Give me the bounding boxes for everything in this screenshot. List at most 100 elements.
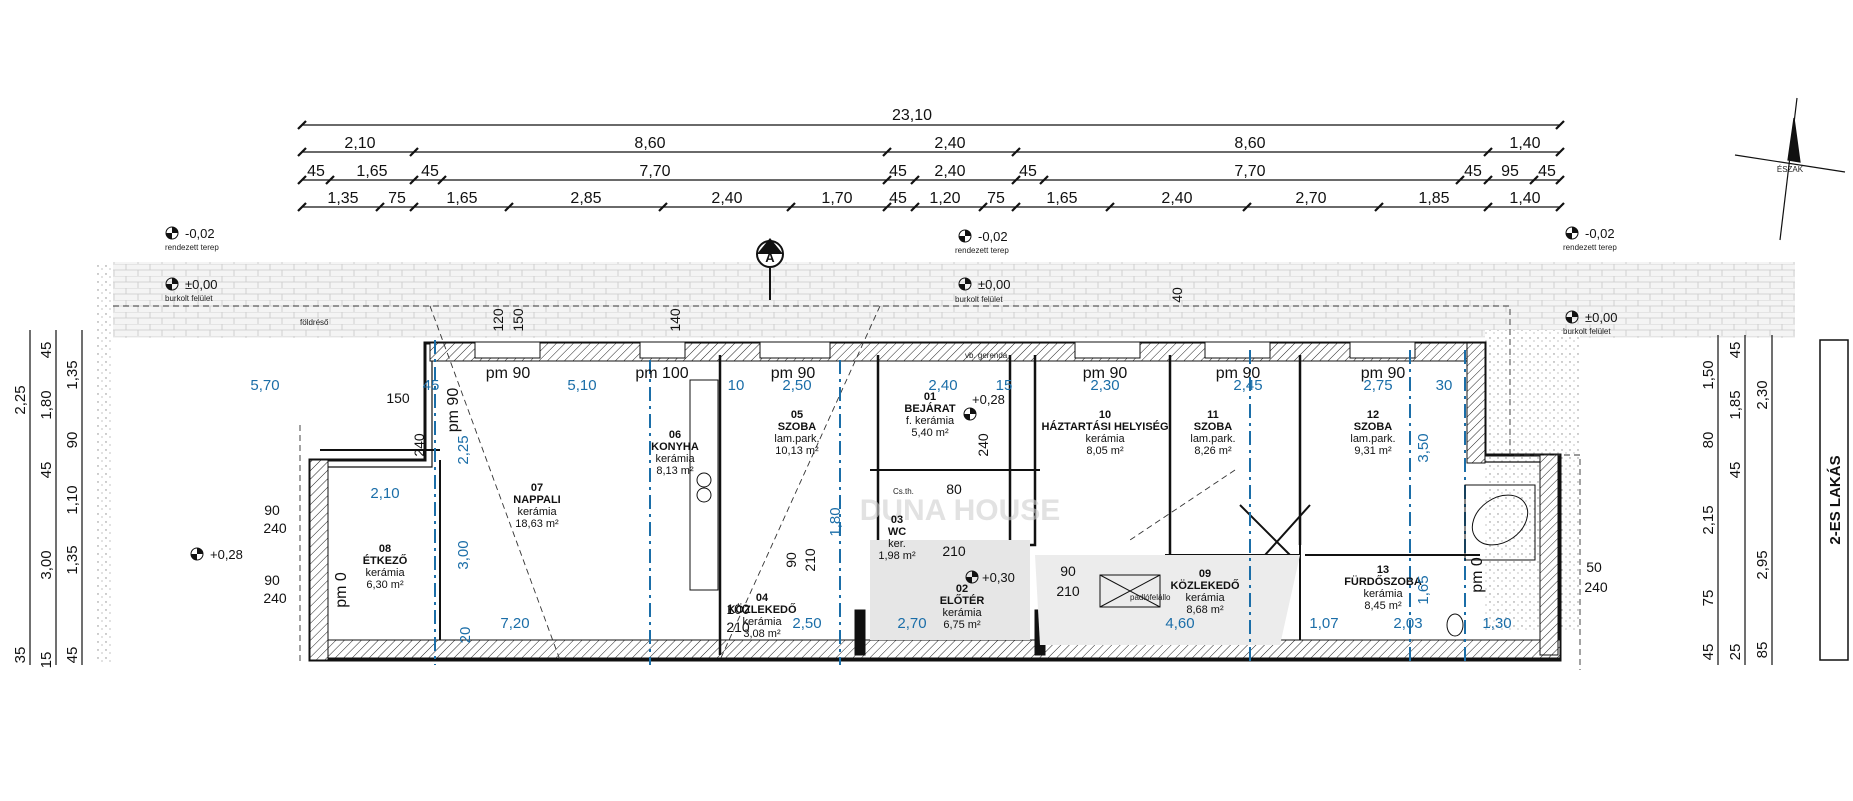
paving-strip xyxy=(95,262,1795,338)
toilet xyxy=(1446,613,1464,637)
room-name: HÁZTARTÁSI HELYISÉG xyxy=(1041,420,1168,433)
room-finish: f. kerámia xyxy=(906,415,955,427)
dim-total-width: 23,10 xyxy=(892,107,932,124)
room-area: 18,63 m² xyxy=(515,518,559,530)
room-name: ELŐTÉR xyxy=(940,594,985,607)
room-finish: lam.park. xyxy=(1190,433,1235,445)
dim-row4-label: 1,65 xyxy=(446,190,477,207)
dim-row2-label: 2,40 xyxy=(934,135,965,152)
inner-dimension-labels: 5,70 5,10 2,50 2,40 2,30 2,45 2,75 7,20 … xyxy=(250,377,1511,643)
level-ground-right: -0,02 xyxy=(1585,226,1615,241)
dim-left-label: 15 xyxy=(38,652,55,669)
door-width: 90 xyxy=(264,502,280,518)
dim-right-label: 45 xyxy=(1700,644,1717,661)
dim-row4-label: 75 xyxy=(388,190,406,207)
room-06: 06 KONYHA kerámia 8,13 m² xyxy=(651,429,699,477)
dim-row3-label: 1,65 xyxy=(356,163,387,180)
north-label: ÉSZAK xyxy=(1777,165,1804,174)
dim-row3-label: 45 xyxy=(421,163,439,180)
window-label: pm 0 xyxy=(1469,557,1486,593)
window-label: pm 90 xyxy=(1083,365,1128,382)
door-height: 210 xyxy=(1056,583,1080,599)
note-pipe: Cs.th. xyxy=(893,487,914,496)
room-09: 09 KÖZLEKEDŐ kerámia 8,68 m² xyxy=(1170,568,1240,616)
level-ground-left: -0,02 xyxy=(185,226,215,241)
roof-dashed-outline xyxy=(113,305,1581,670)
inner-dim: 1,65 xyxy=(1415,575,1432,604)
inner-dim: 5,70 xyxy=(250,377,279,394)
door-labels: 90 240 90 240 150 240 90 210 90 210 100 … xyxy=(263,287,1608,635)
dim-right-label: 1,50 xyxy=(1700,360,1717,389)
level-paving-mid: ±0,00 xyxy=(978,277,1010,292)
room-area: 10,13 m² xyxy=(775,445,819,457)
room-number: 01 xyxy=(924,391,936,403)
room-finish: kerámia xyxy=(1363,588,1403,600)
room-13: 13 FÜRDŐSZOBA kerámia 8,45 m² xyxy=(1344,564,1422,612)
door-width: 150 xyxy=(386,390,410,406)
room-finish: lam.park. xyxy=(774,433,819,445)
north-arrow-icon xyxy=(1734,97,1846,241)
dim-right-label: 45 xyxy=(1727,462,1744,479)
window-label: pm 0 xyxy=(333,572,350,608)
inner-dim: 30 xyxy=(1436,377,1453,394)
dim-row3-label: 7,70 xyxy=(639,163,670,180)
room-07: 07 NAPPALI kerámia 18,63 m² xyxy=(513,482,560,530)
dim-row4-label: 2,40 xyxy=(1161,190,1192,207)
top-dimension-lines xyxy=(297,120,1565,212)
room-name: WC xyxy=(888,526,906,538)
inner-dim: 2,25 xyxy=(455,435,472,464)
room-name: KÖZLEKEDŐ xyxy=(1170,579,1240,592)
inner-dim: 2,45 xyxy=(1233,377,1262,394)
level-ground-caption: rendezett terep xyxy=(955,246,1009,255)
room-area: 6,75 m² xyxy=(943,619,981,631)
dim-row4-label: 1,20 xyxy=(929,190,960,207)
room-name: KÖZLEKEDŐ xyxy=(727,603,797,616)
room-area: 6,30 m² xyxy=(366,579,404,591)
room-number: 02 xyxy=(956,583,968,595)
top-dimension-labels: 23,10 2,10 8,60 2,40 8,60 1,40 45 1,65 4… xyxy=(307,107,1556,207)
dim-left-label: 2,25 xyxy=(12,385,29,414)
dim-left-label: 45 xyxy=(38,462,55,479)
axis-lines xyxy=(434,340,1466,665)
hall-shading xyxy=(870,540,1030,640)
dim-right-label: 45 xyxy=(1727,342,1744,359)
level-ground-caption: rendezett terep xyxy=(165,243,219,252)
right-dimension-labels: 1,50 45 2,30 1,85 80 45 2,15 2,95 75 45 … xyxy=(1700,342,1771,661)
room-finish: kerámia xyxy=(742,616,782,628)
dim-row3-label: 45 xyxy=(1538,163,1556,180)
room-name: FÜRDŐSZOBA xyxy=(1344,575,1422,588)
door-height: 210 xyxy=(942,543,966,559)
window-label: pm 90 xyxy=(445,388,462,433)
inner-dim: 10 xyxy=(728,377,745,394)
room-number: 07 xyxy=(531,482,543,494)
room-finish: kerámia xyxy=(942,607,982,619)
level-paving-caption: burkolt felület xyxy=(955,295,1003,304)
dim-row4-label: 75 xyxy=(987,190,1005,207)
room-08: 08 ÉTKEZŐ kerámia 6,30 m² xyxy=(363,543,408,591)
door-height: 240 xyxy=(411,433,427,457)
inner-dim: 15 xyxy=(996,377,1013,394)
fixtures xyxy=(689,379,1536,637)
room-area: 5,40 m² xyxy=(911,427,949,439)
level-paving-right: ±0,00 xyxy=(1585,310,1617,325)
room-05: 05 SZOBA lam.park. 10,13 m² xyxy=(774,409,819,457)
inner-dim: 4,60 xyxy=(1165,615,1194,632)
room-finish: kerámia xyxy=(655,453,695,465)
level-hall: +0,30 xyxy=(982,570,1015,585)
room-number: 03 xyxy=(891,514,903,526)
kitchen-counter xyxy=(689,379,719,591)
watermark: DUNA HOUSE xyxy=(860,494,1061,527)
dim-left-label: 45 xyxy=(38,342,55,359)
left-dimension-labels: 2,25 45 1,35 1,80 90 45 1,10 1,35 3,00 4… xyxy=(12,342,81,669)
level-ground-mid: -0,02 xyxy=(978,229,1008,244)
room-finish: lam.park. xyxy=(1350,433,1395,445)
room-10: 10 HÁZTARTÁSI HELYISÉG kerámia 8,05 m² xyxy=(1041,409,1168,457)
room-02: 02 ELŐTÉR kerámia 6,75 m² xyxy=(940,583,985,631)
door-width: 50 xyxy=(1586,559,1602,575)
note-concrete-beam: vb. gerenda xyxy=(965,351,1008,360)
room-number: 12 xyxy=(1367,409,1379,421)
door-width: 80 xyxy=(946,481,962,497)
inner-dim: 5,10 xyxy=(567,377,596,394)
room-area: 9,31 m² xyxy=(1354,445,1392,457)
window-labels: pm 90 pm 100 pm 90 pm 90 pm 90 pm 90 pm … xyxy=(333,365,1486,608)
